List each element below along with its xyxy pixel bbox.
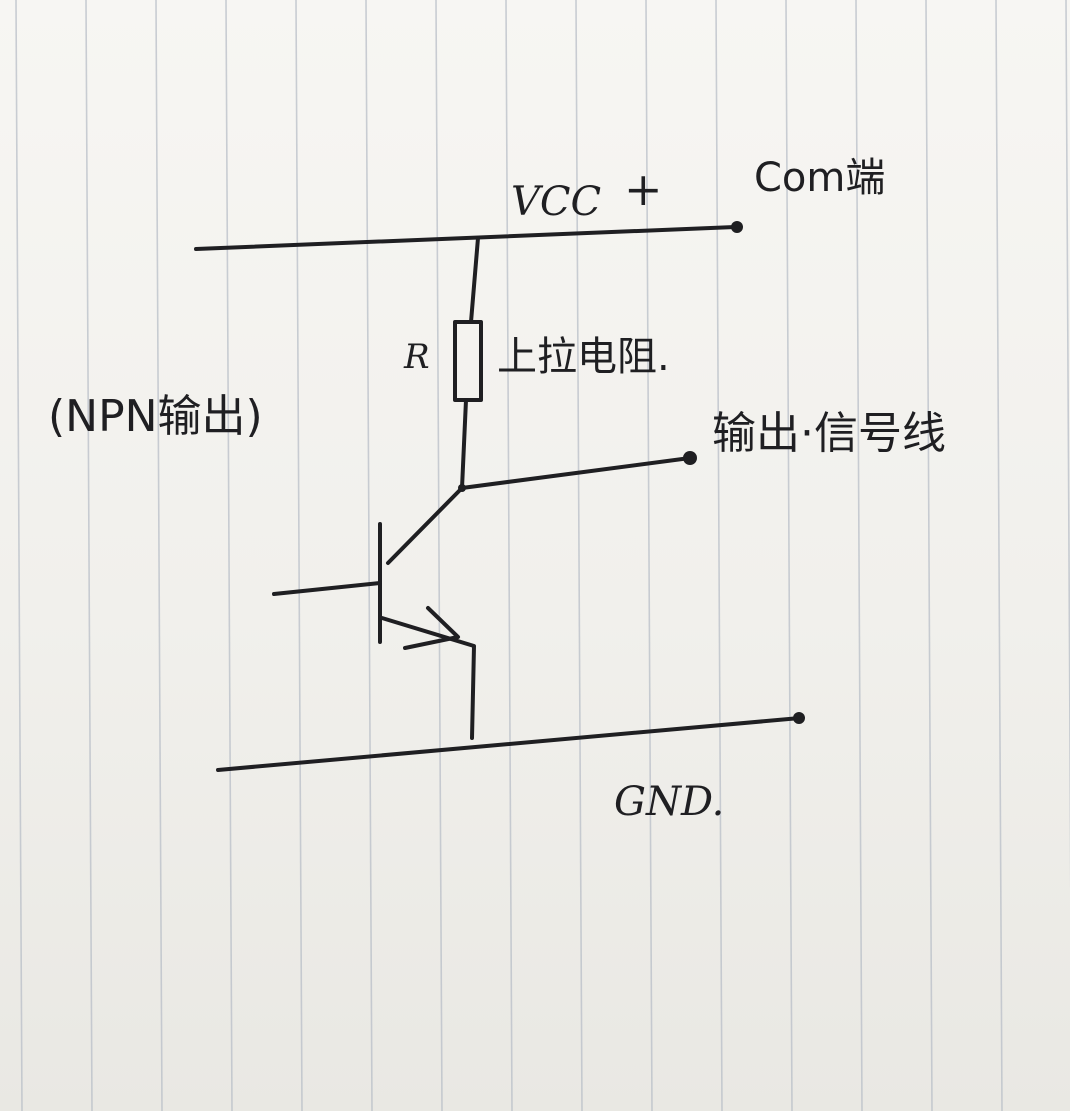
ruled-line: [85, 0, 93, 1111]
vcc-plus-label: +: [624, 162, 663, 216]
ruled-line: [785, 0, 793, 1111]
output-terminal: [683, 451, 697, 465]
output-signal-label: 输出·信号线: [712, 408, 946, 459]
pullup-wire-top: [469, 236, 480, 324]
emitter-arrow-icon: [403, 606, 460, 650]
gnd-terminal: [793, 712, 805, 724]
gnd-label: GND.: [614, 779, 725, 825]
ruled-line: [925, 0, 933, 1111]
ruled-line: [1065, 0, 1070, 889]
ruled-line: [435, 0, 443, 1111]
npn-output-label: (NPN输出): [48, 391, 263, 442]
ruled-line: [715, 0, 723, 1111]
transistor-collector: [386, 486, 464, 565]
output-signal-wire: [460, 456, 692, 490]
transistor-emitter: [380, 616, 476, 740]
resistor-label: R: [404, 337, 430, 377]
ruled-line: [365, 0, 373, 1111]
vcc-label: VCC: [511, 179, 602, 225]
ruled-line: [645, 0, 653, 1111]
ruled-line: [855, 0, 863, 1111]
com-terminal-label: Com端: [754, 155, 886, 201]
com-terminal: [731, 221, 743, 233]
ruled-line: [15, 0, 23, 1111]
ruled-line: [225, 0, 233, 1111]
pullup-wire-bottom: [460, 398, 468, 490]
pullup-resistor-label: 上拉电阻.: [497, 334, 670, 380]
pullup-resistor: [453, 320, 483, 402]
ruled-line: [155, 0, 163, 1111]
ruled-line: [995, 0, 1003, 1111]
vcc-rail: [194, 225, 737, 251]
gnd-rail: [216, 716, 802, 772]
ruled-line: [295, 0, 303, 1111]
transistor-base-lead: [272, 581, 382, 596]
ruled-line: [575, 0, 583, 1111]
ruled-line: [505, 0, 513, 1111]
